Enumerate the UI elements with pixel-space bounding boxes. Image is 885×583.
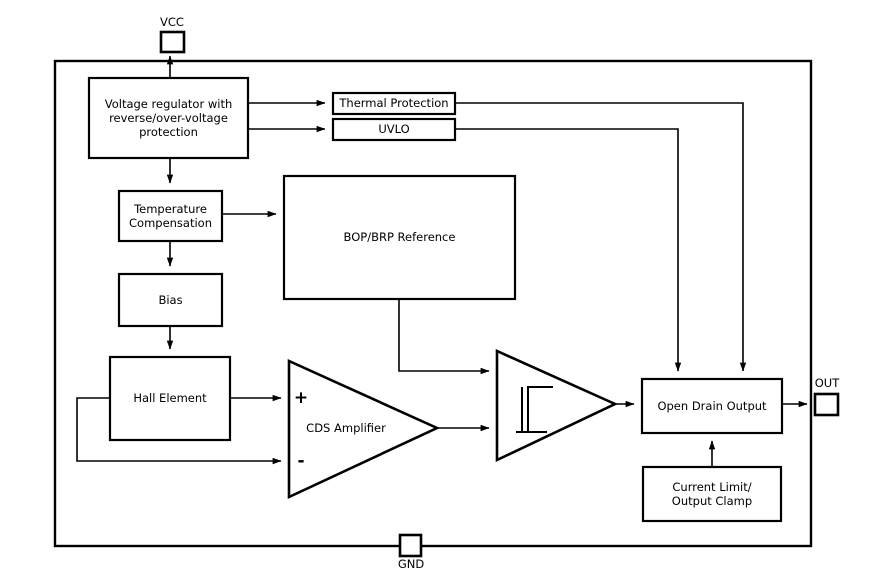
hall-element-block[interactable] — [108, 355, 232, 442]
bias-block[interactable] — [117, 272, 224, 328]
uvlo-block[interactable] — [331, 117, 457, 142]
voltage-regulator-block[interactable] — [87, 76, 250, 160]
vcc-pad[interactable] — [159, 30, 186, 54]
temperature-compensation-block[interactable] — [117, 189, 224, 243]
wire-hall-feedback-to-cds-minus — [76, 397, 282, 465]
wire-thermal-to-opendrain — [455, 102, 747, 372]
open-drain-output-block[interactable] — [640, 377, 784, 435]
out-pad[interactable] — [813, 392, 840, 417]
wire-uvlo-to-opendrain — [455, 128, 682, 372]
wire-bopbrp-to-schmitt — [398, 299, 490, 375]
cds-amplifier-block[interactable] — [287, 358, 441, 500]
bop-brp-reference-block[interactable] — [282, 174, 517, 301]
thermal-protection-block[interactable] — [331, 91, 457, 116]
gnd-pad[interactable] — [398, 533, 423, 558]
current-limit-block[interactable] — [641, 465, 783, 523]
hysteresis-icon — [516, 386, 553, 433]
